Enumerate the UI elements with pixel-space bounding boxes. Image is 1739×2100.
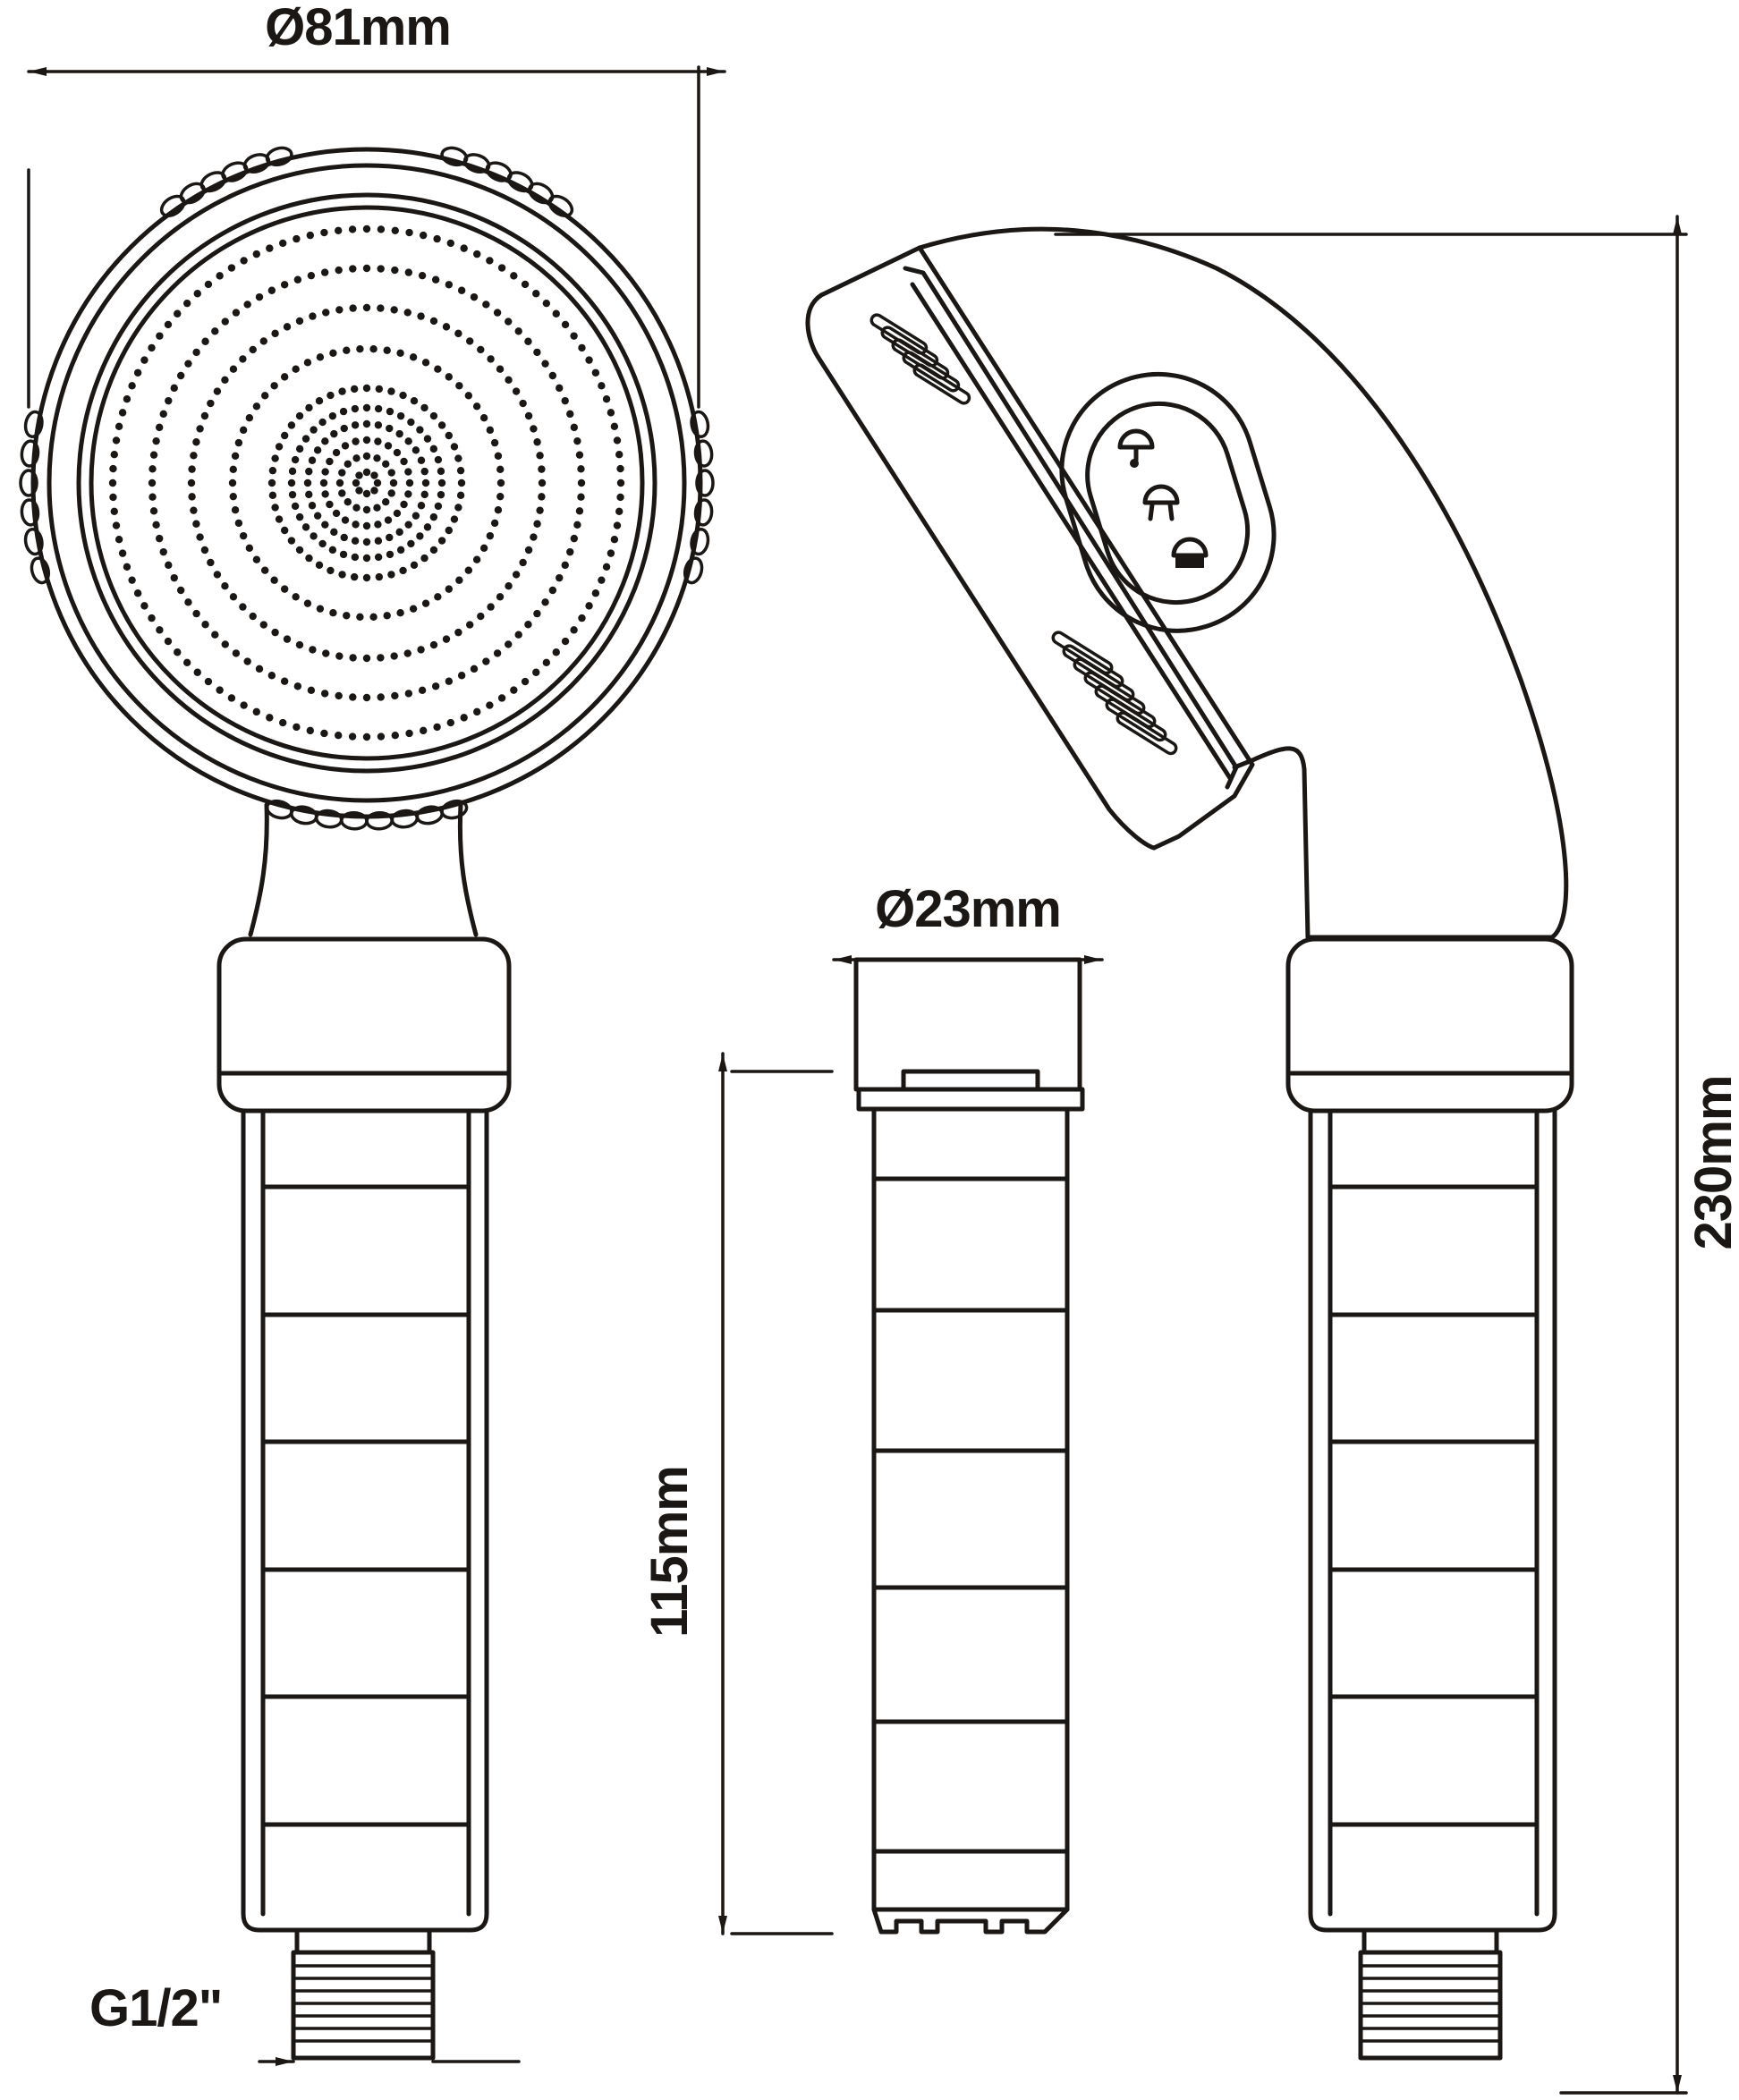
filter-diameter-dimension: Ø23mm bbox=[832, 880, 1104, 964]
thread-connector: G1/2" bbox=[89, 1927, 521, 2066]
side-handle-body bbox=[1308, 1108, 1557, 1933]
side-thread-connector bbox=[1358, 1927, 1503, 2061]
head-diameter-dimension: Ø81mm bbox=[27, 0, 726, 409]
side-grip-teeth-top bbox=[870, 313, 971, 405]
rain-mode-icon bbox=[1117, 428, 1155, 468]
shower-head-face bbox=[19, 146, 715, 831]
filter-cartridge: Ø23mm 115mm bbox=[640, 880, 1104, 1935]
massage-mode-icon bbox=[1142, 484, 1180, 521]
side-view: 230mm bbox=[805, 215, 1739, 2095]
side-handle-curve bbox=[917, 226, 1569, 940]
filter-diameter-label: Ø23mm bbox=[875, 880, 1061, 938]
filter-length-dimension: 115mm bbox=[640, 1052, 834, 1935]
spray-mode-selector bbox=[1059, 371, 1277, 633]
handle-collar bbox=[216, 936, 512, 1114]
side-handle-collar bbox=[1285, 936, 1574, 1114]
front-view: Ø81mm bbox=[19, 0, 726, 2066]
mist-mode-icon bbox=[1171, 537, 1209, 568]
side-head-plate bbox=[805, 245, 1255, 851]
head-diameter-label: Ø81mm bbox=[265, 0, 451, 56]
spray-nozzles bbox=[108, 224, 625, 741]
thread-label: G1/2" bbox=[89, 1979, 222, 2037]
total-length-dimension: 230mm bbox=[1054, 215, 1739, 2095]
handle-neck bbox=[248, 802, 479, 937]
filter-length-label: 115mm bbox=[640, 1466, 699, 1638]
side-grip-teeth-bottom bbox=[1051, 631, 1178, 756]
handle-body bbox=[241, 1108, 489, 1933]
total-length-label: 230mm bbox=[1684, 1076, 1739, 1250]
grip-bumps bbox=[19, 146, 715, 831]
